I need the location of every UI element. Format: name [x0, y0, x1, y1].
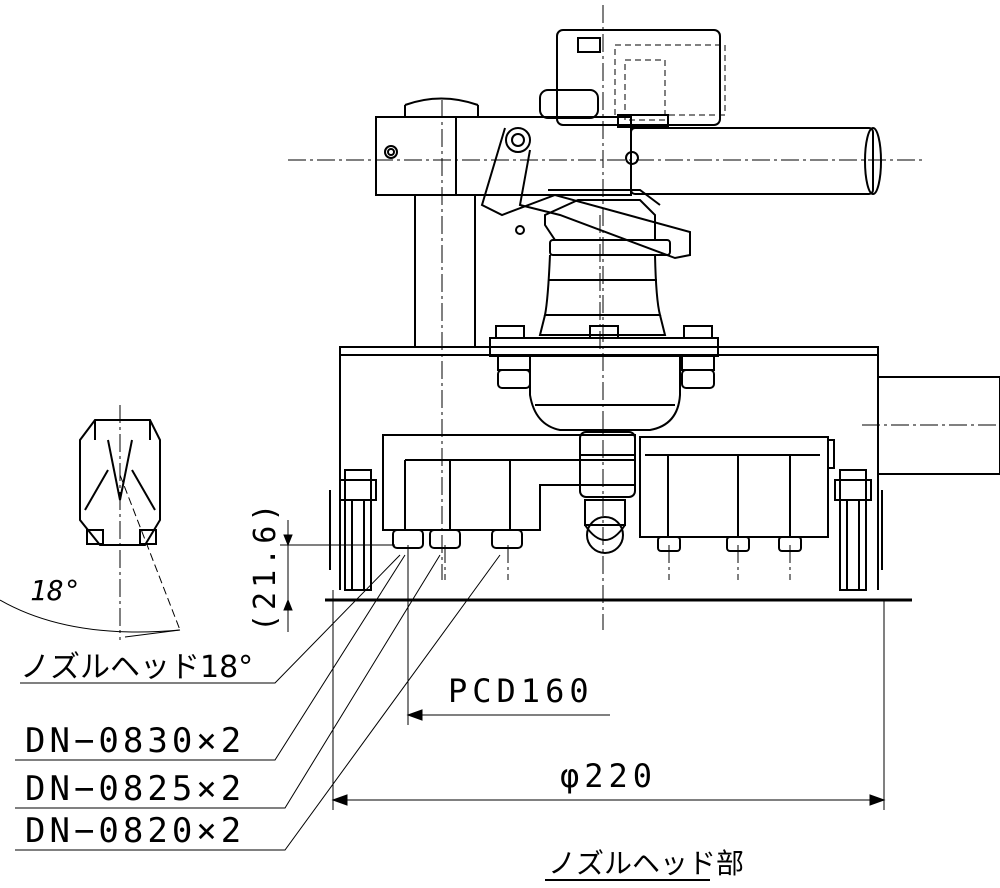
main-arm	[375, 97, 882, 196]
diameter-label: φ220	[560, 757, 657, 795]
dn0830-label: DN−0830×2	[25, 721, 245, 761]
support-legs	[329, 469, 883, 591]
nozzle-manifold	[382, 434, 835, 552]
center-nozzle	[579, 431, 636, 554]
rotor-body	[489, 199, 719, 431]
height-label: (21.6)	[248, 500, 283, 632]
centerlines	[119, 5, 1000, 640]
dn0820-label: DN−0820×2	[25, 811, 245, 851]
nozzle-head-angle-label: ノズルヘッド18°	[20, 650, 253, 685]
nozzle-detail	[0, 419, 181, 638]
diameter-dimension	[331, 590, 886, 810]
vertical-column	[414, 195, 476, 347]
dn0825-label: DN−0825×2	[25, 769, 245, 809]
caption-label: ノズルヘッド部	[548, 847, 744, 880]
pcd-dimension	[406, 555, 610, 725]
cover-housing	[339, 346, 1000, 590]
pcd-label: PCD160	[448, 672, 594, 710]
angle-small-label: 18°	[30, 574, 81, 607]
valve-actuator	[539, 29, 726, 128]
lever-handle	[480, 127, 691, 260]
height-dimension	[280, 520, 395, 632]
leader-lines	[15, 554, 501, 851]
nozzle-heads	[392, 529, 523, 549]
